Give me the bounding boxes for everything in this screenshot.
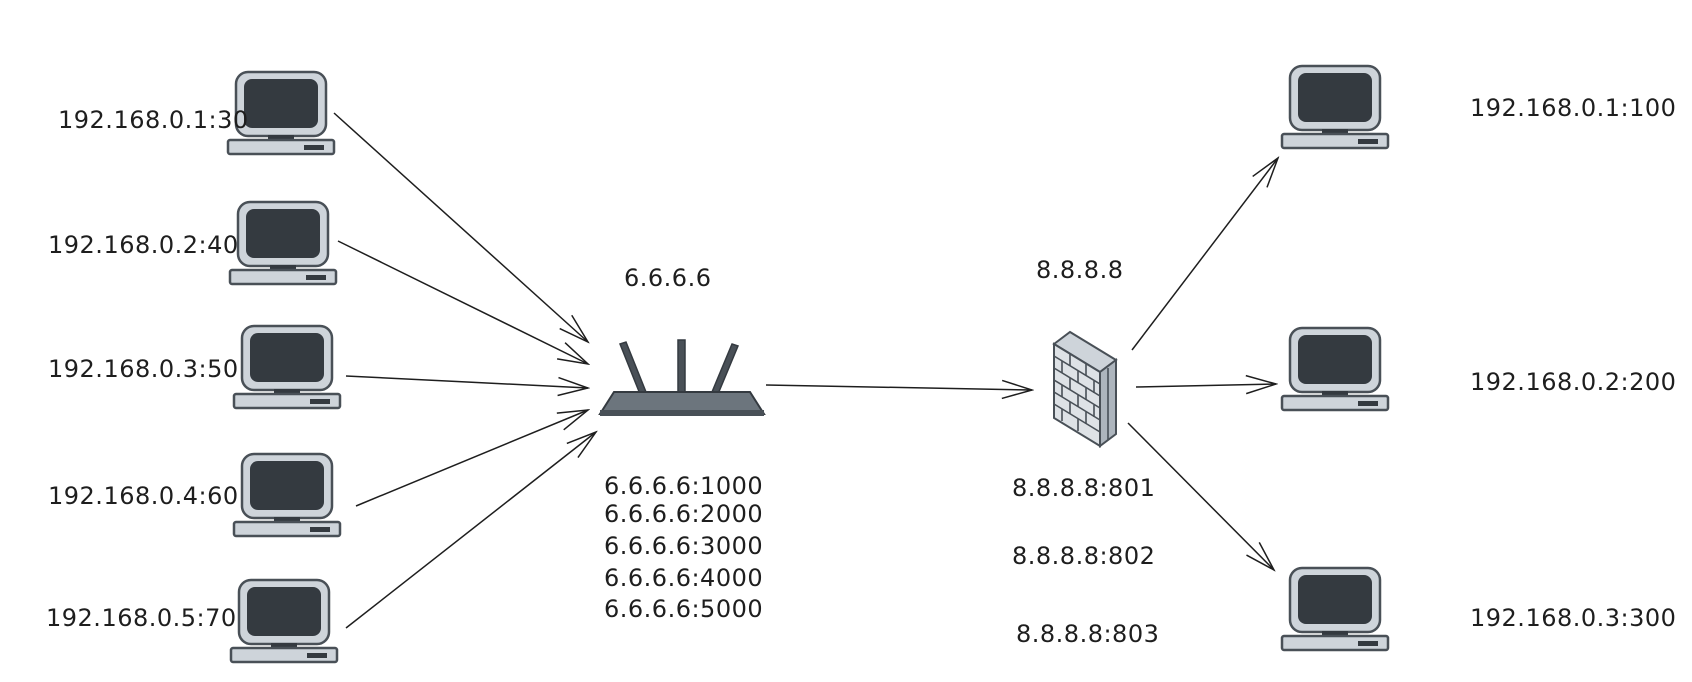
left-host-4-label: 192.168.0.4:60 — [48, 482, 239, 510]
left-host-5-label: 192.168.0.5:70 — [46, 604, 237, 632]
computer-icon — [229, 578, 339, 664]
router-port-label: 6.6.6.6:2000 — [604, 500, 764, 528]
connection-line — [333, 112, 588, 342]
right-host-3-label: 192.168.0.3:300 — [1470, 604, 1677, 632]
connection-line — [1127, 422, 1274, 570]
firewall-port-label: 8.8.8.8:803 — [1016, 620, 1160, 648]
router-ip-label: 6.6.6.6 — [624, 264, 712, 292]
computer-icon — [226, 70, 336, 156]
firewall-icon — [1052, 330, 1118, 448]
firewall-port-label: 8.8.8.8:801 — [1012, 474, 1156, 502]
right-host-1-label: 192.168.0.1:100 — [1470, 94, 1677, 122]
connection-line — [1135, 384, 1276, 387]
computer-icon — [1280, 566, 1390, 652]
connection-line — [765, 385, 1032, 390]
left-host-3-label: 192.168.0.3:50 — [48, 355, 239, 383]
left-host-2-label: 192.168.0.2:40 — [48, 231, 239, 259]
firewall-ip-label: 8.8.8.8 — [1036, 256, 1124, 284]
router-port-label: 6.6.6.6:3000 — [604, 532, 764, 560]
connection-line — [345, 375, 588, 388]
firewall-port-label: 8.8.8.8:802 — [1012, 542, 1156, 570]
left-host-1-label: 192.168.0.1:30 — [58, 106, 249, 134]
computer-icon — [1280, 326, 1390, 412]
router-icon — [598, 339, 766, 416]
router-port-label: 6.6.6.6:4000 — [604, 564, 764, 592]
connection-line — [345, 432, 596, 629]
router-port-label: 6.6.6.6:5000 — [604, 595, 764, 623]
computer-icon — [228, 200, 338, 286]
computer-icon — [232, 452, 342, 538]
computer-icon — [1280, 64, 1390, 150]
connection-line — [337, 240, 588, 364]
computer-icon — [232, 324, 342, 410]
right-host-2-label: 192.168.0.2:200 — [1470, 368, 1677, 396]
connection-line — [355, 410, 588, 507]
router-port-label: 6.6.6.6:1000 — [604, 472, 764, 500]
connection-line — [1131, 158, 1278, 351]
